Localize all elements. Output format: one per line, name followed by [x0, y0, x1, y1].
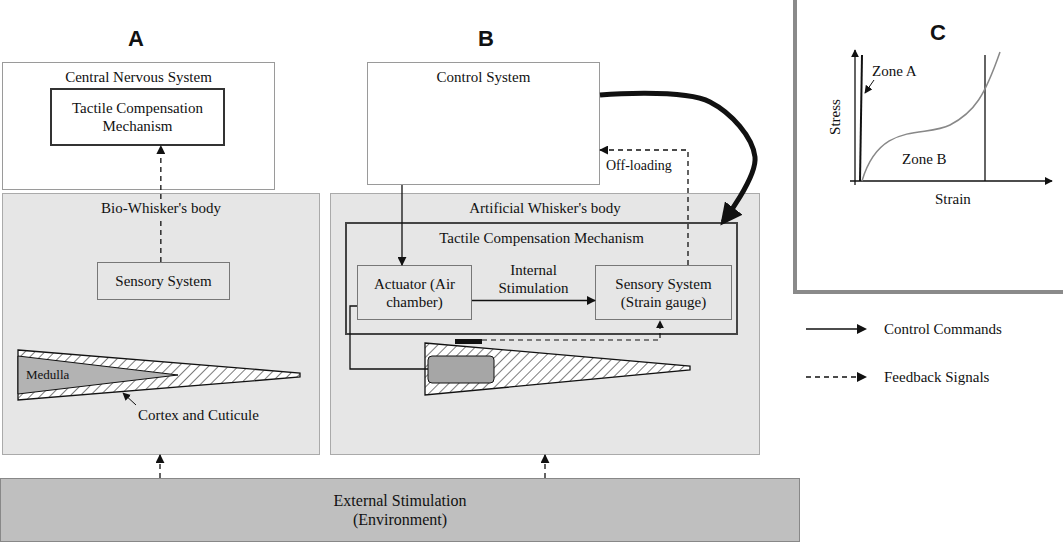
axis-label: Stress	[826, 96, 844, 138]
feedback-arrow	[159, 455, 160, 478]
legend-entry: Control Commands	[805, 320, 1005, 338]
axis-label: Strain	[935, 190, 971, 208]
strain-axis	[850, 180, 1052, 181]
gauge-signal-line	[482, 321, 660, 340]
air-chamber	[428, 356, 494, 383]
edge-label: Internal Stimulation	[484, 261, 584, 297]
node-text: Tactile Compensation Mechanism	[57, 99, 218, 135]
legend-text: Feedback Signals	[881, 368, 992, 386]
whisker-shape	[425, 343, 690, 395]
offloading-arrow	[600, 93, 755, 222]
panel-letter: B	[478, 26, 494, 52]
system-box: Control System	[367, 62, 600, 185]
system-box: Central Nervous SystemTactile Compensati…	[2, 62, 275, 190]
node-text: Bio-Whisker's body	[98, 199, 224, 217]
panel-frame	[793, 0, 797, 292]
leader-line	[865, 80, 874, 93]
command-arrow	[401, 185, 402, 265]
command-arrow	[472, 300, 595, 301]
environment-band: External Stimulation (Environment)	[0, 478, 800, 542]
panel-frame	[793, 290, 1063, 294]
stress-strain-curve	[862, 52, 1000, 181]
panel-letter: A	[128, 26, 144, 52]
panel-letter: C	[930, 20, 946, 46]
zone-label: Zone A	[872, 62, 917, 80]
process-box: Sensory System	[97, 262, 230, 300]
node-text: Actuator (Air chamber)	[363, 275, 466, 311]
legend-sample	[805, 322, 869, 336]
node-text: Artificial Whisker's body	[466, 199, 624, 217]
zone-label: Zone B	[902, 150, 947, 168]
node-text: External Stimulation (Environment)	[312, 491, 488, 529]
actuator-wire	[350, 306, 428, 369]
whisker-hatching	[425, 343, 690, 395]
whisker-shape	[18, 350, 300, 400]
node-text: Sensory System (Strain gauge)	[601, 275, 726, 311]
stress-axis	[854, 50, 855, 185]
process-box: Actuator (Air chamber)	[357, 265, 472, 320]
legend-arrowhead	[857, 372, 867, 382]
feedback-arrow	[544, 455, 545, 478]
legend-line	[806, 376, 865, 377]
legend-entry: Feedback Signals	[805, 368, 992, 386]
node-text: Control System	[434, 68, 534, 86]
node-text: Tactile Compensation Mechanism	[436, 229, 647, 247]
zone-a-line	[860, 55, 862, 181]
mechanism-box: Tactile Compensation MechanismActuator (…	[345, 222, 738, 335]
legend-text: Control Commands	[881, 320, 1005, 338]
part-label: Cortex and Cuticule	[138, 406, 259, 424]
node-text: Sensory System	[112, 272, 214, 290]
strain-gauge	[455, 339, 482, 344]
cortex-hatching	[18, 350, 300, 400]
body-panel: Artificial Whisker's bodyTactile Compens…	[330, 193, 760, 455]
legend-sample	[805, 370, 869, 384]
leader-line	[123, 393, 136, 405]
legend-arrowhead	[857, 324, 867, 334]
zone-boundary	[984, 55, 985, 181]
feedback-arrow	[600, 150, 688, 265]
medulla-shape	[18, 356, 178, 394]
mechanism-box: Tactile Compensation Mechanism	[50, 88, 225, 146]
part-label: Medulla	[26, 367, 69, 383]
feedback-arrow	[160, 146, 161, 262]
node-text: Central Nervous System	[62, 68, 215, 86]
legend-line	[806, 328, 865, 329]
edge-label: Off-loading	[606, 158, 672, 175]
process-box: Sensory System (Strain gauge)	[595, 265, 732, 320]
